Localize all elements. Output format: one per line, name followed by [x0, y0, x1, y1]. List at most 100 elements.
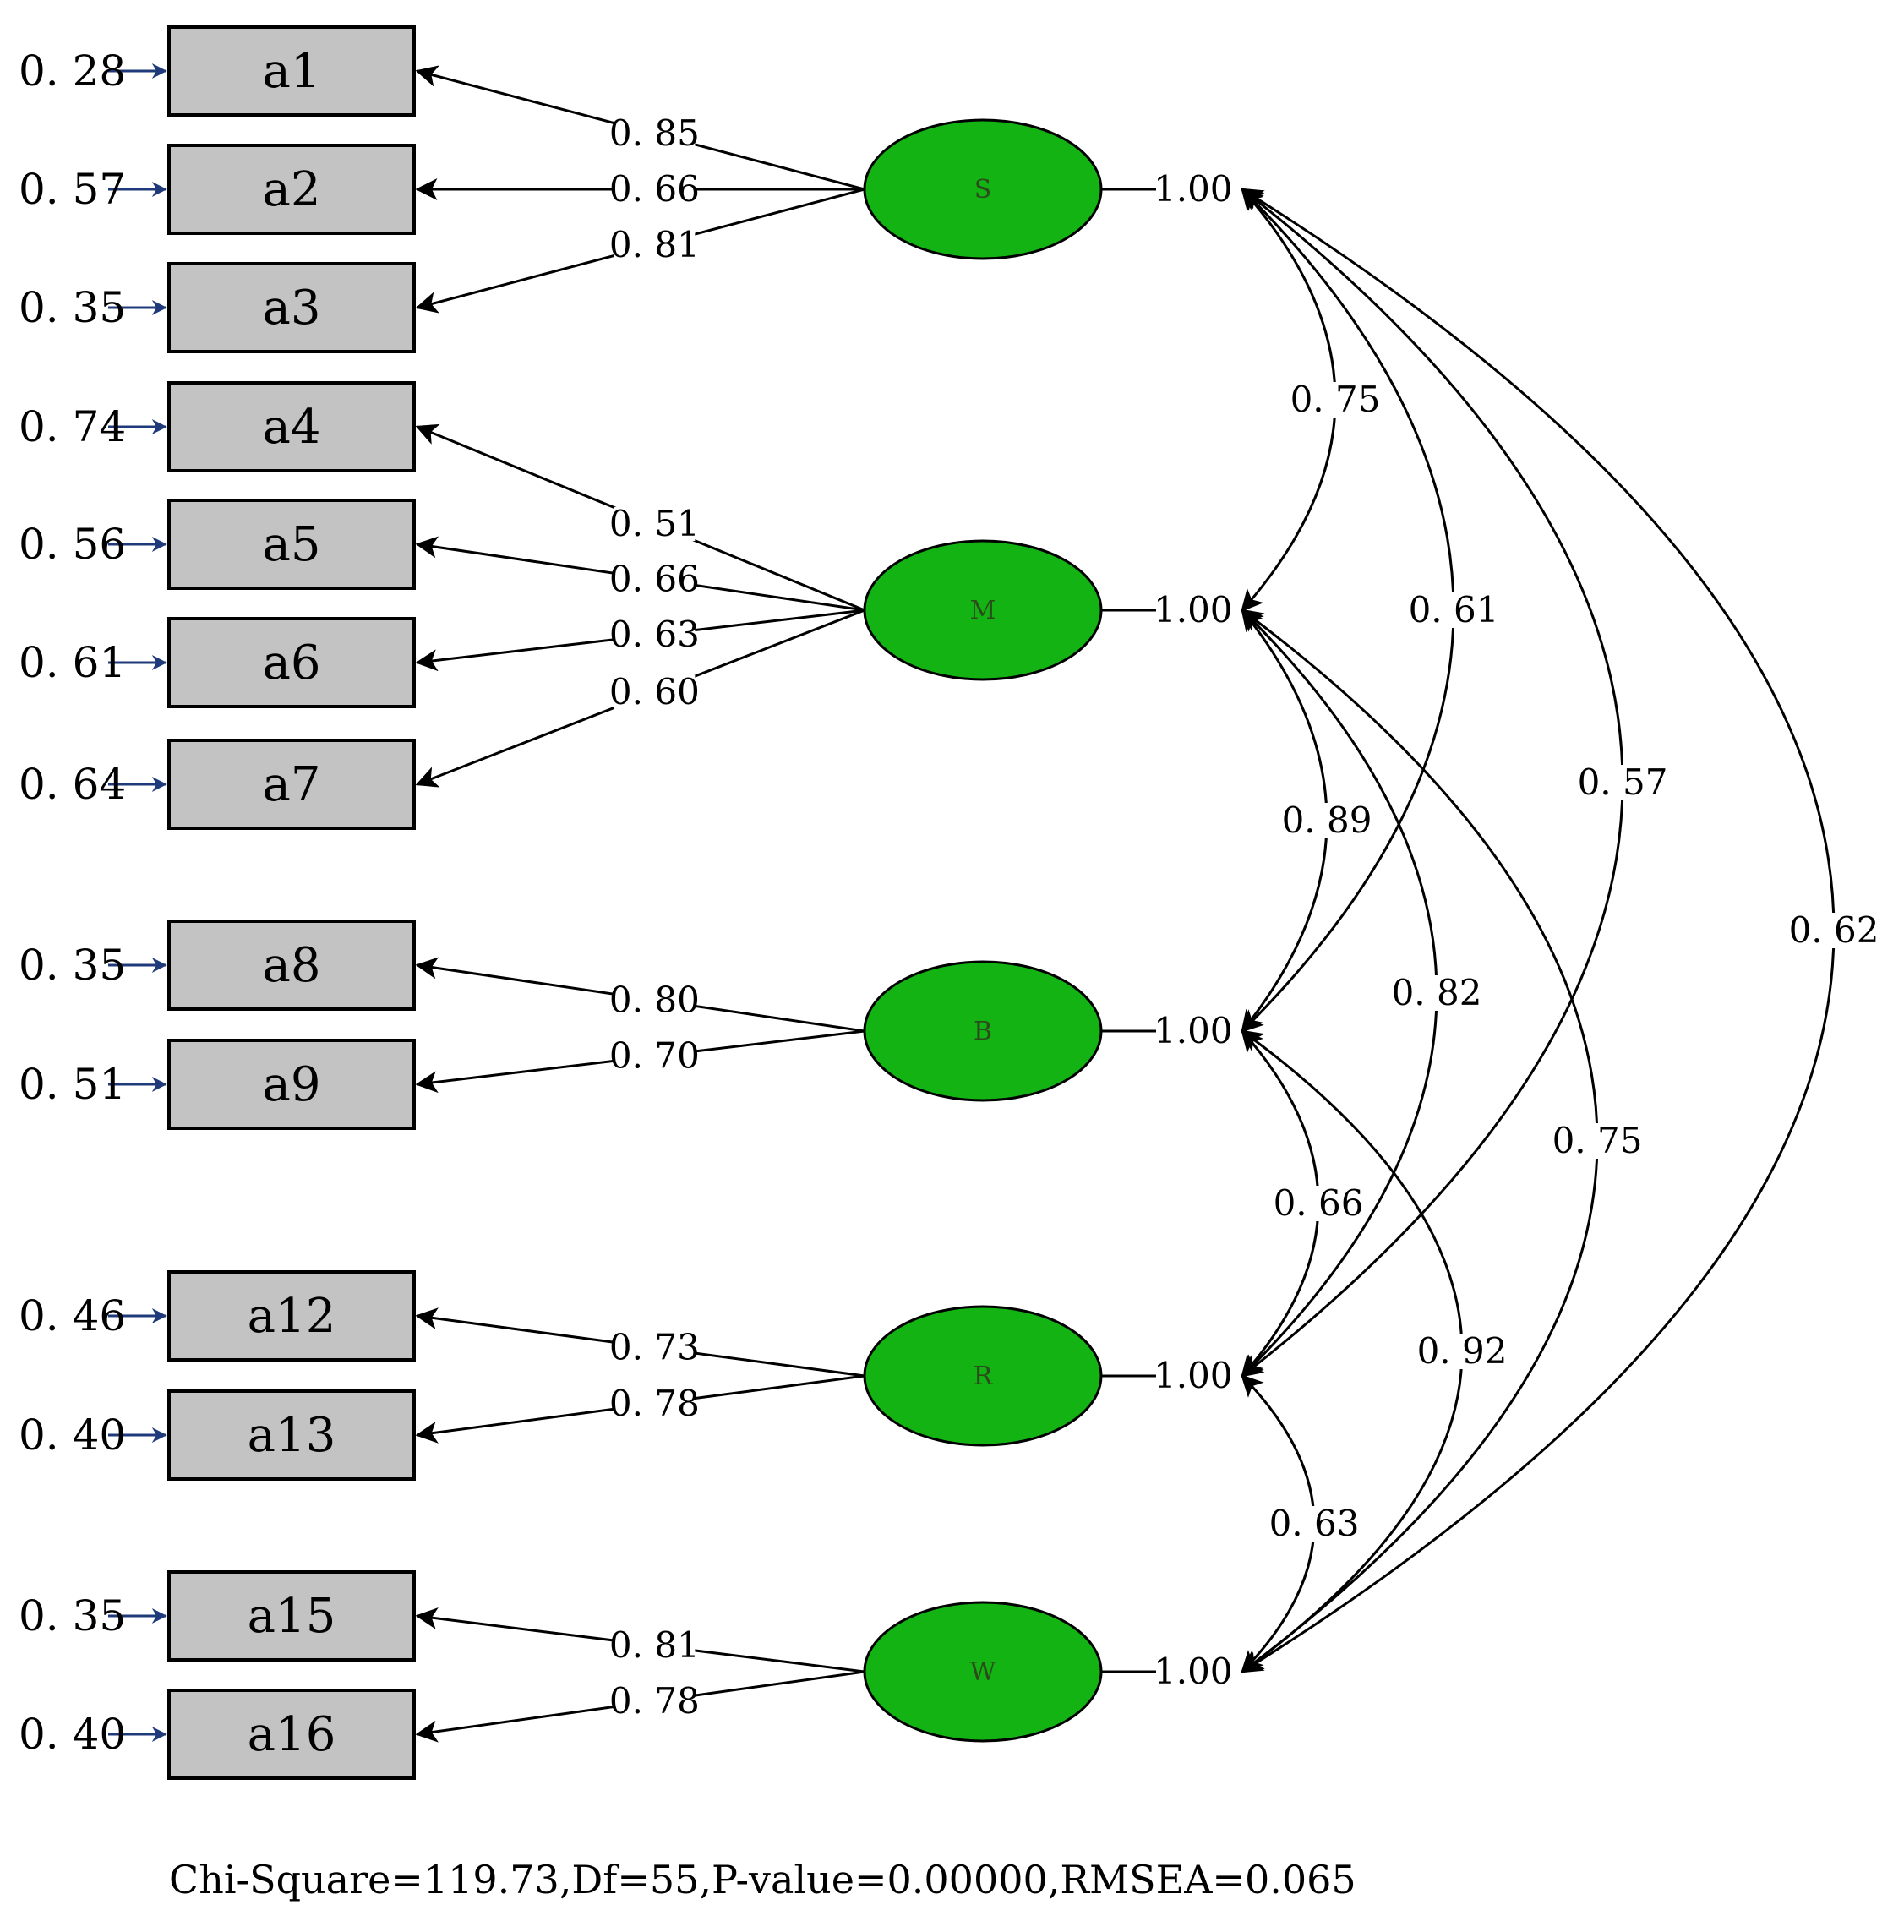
covariance-label-bg [1557, 1123, 1638, 1159]
loading-label-bg [614, 172, 696, 206]
loading-label-bg [614, 1684, 696, 1718]
loading-label-bg [614, 1039, 696, 1073]
covariance-layer: 0. 750. 610. 570. 620. 890. 820. 750. 66… [1240, 188, 1879, 1673]
observed-label: a6 [262, 636, 320, 690]
error-variance: 0. 46 [19, 1291, 126, 1340]
observed-label: a1 [262, 44, 320, 99]
observed-label: a16 [248, 1707, 336, 1762]
observed-box [167, 1039, 416, 1130]
error-variance: 0. 35 [19, 283, 126, 332]
observed-box [167, 920, 416, 1011]
observed-box [167, 25, 416, 117]
covariance-value: 0. 75 [1290, 379, 1381, 420]
latent-variance: 1.00 [1154, 1010, 1233, 1051]
covariance-value: 0. 57 [1578, 761, 1668, 803]
loading-value: 0. 85 [609, 112, 700, 154]
loading-label-bg [614, 227, 696, 262]
observed-a7: a7 0. 64 [19, 739, 416, 830]
error-variance: 0. 40 [19, 1411, 126, 1460]
error-variance: 0. 35 [19, 941, 126, 990]
observed-a5: a50. 56 [19, 499, 416, 590]
loading-value: 0. 73 [609, 1327, 700, 1368]
error-variance: 0. 28 [19, 46, 126, 96]
loading-value: 0. 78 [609, 1383, 700, 1424]
loading-value: 0. 66 [609, 558, 700, 599]
loading-value: 0. 63 [609, 614, 700, 655]
covariance-label-bg [1278, 1186, 1359, 1221]
observed-a9: a9 0. 51 [19, 1039, 416, 1130]
observed-label: a7 [262, 757, 320, 812]
covariance-value: 0. 75 [1552, 1120, 1643, 1161]
observed-box [167, 381, 416, 472]
observed-label: a15 [248, 1589, 336, 1644]
covariance-label-bg [1793, 913, 1874, 948]
observed-box [167, 262, 416, 353]
observed-label: a9 [262, 1057, 320, 1112]
loading-value: 0. 51 [609, 503, 700, 544]
observed-a1: a1 0. 28 [19, 25, 416, 117]
loading-label-bg [614, 1628, 696, 1662]
latent-variance: 1.00 [1154, 1651, 1233, 1692]
observed-box [167, 617, 416, 708]
latent-M: M 1.00 [863, 539, 1233, 681]
latent-W: W 1.00 [863, 1601, 1233, 1743]
observed-box [167, 499, 416, 590]
loading-label-bg [614, 618, 696, 652]
latent-label: W [970, 1657, 996, 1687]
loading-value: 0. 70 [609, 1035, 700, 1077]
covariance-label-bg [1413, 592, 1494, 628]
covariance-label-bg [1286, 803, 1367, 838]
observed-box [167, 1270, 416, 1362]
observed-label: a4 [262, 400, 320, 455]
observed-a3: a3 0. 35 [19, 262, 416, 353]
covariance-value: 0. 66 [1274, 1182, 1364, 1224]
error-variance: 0. 61 [19, 638, 126, 687]
observed-label: a12 [248, 1289, 336, 1344]
observed-a13: a13 0. 40 [19, 1389, 416, 1481]
error-variance: 0. 56 [19, 520, 126, 569]
loading-label-bg [614, 562, 696, 597]
covariance-label-bg [1582, 765, 1663, 800]
error-variance: 0. 64 [19, 760, 126, 809]
error-variance: 0. 57 [19, 165, 126, 214]
loading-label-bg [614, 507, 696, 542]
observed-box [167, 1389, 416, 1481]
covariance-label-bg [1274, 1506, 1355, 1542]
error-variance: 0. 74 [19, 402, 126, 451]
observed-box [167, 144, 416, 235]
latent-label: R [974, 1362, 994, 1391]
latent-label: B [974, 1017, 992, 1046]
observed-a4: a4 0. 74 [19, 381, 416, 472]
covariance-value: 0. 63 [1269, 1503, 1360, 1544]
covariance-value: 0. 61 [1409, 589, 1499, 630]
covariance-value: 0. 62 [1789, 909, 1879, 951]
latent-label: M [970, 596, 996, 625]
observed-box [167, 1689, 416, 1780]
observed-label: a2 [262, 162, 320, 217]
observed-box [167, 739, 416, 830]
observed-label: a13 [248, 1408, 336, 1463]
covariance-value: 0. 92 [1417, 1330, 1508, 1372]
latent-variance: 1.00 [1154, 589, 1233, 630]
covariance-label-bg [1421, 1334, 1503, 1369]
loading-label-bg [614, 674, 696, 709]
loading-label-bg [614, 983, 696, 1018]
loading-value: 0. 78 [609, 1680, 700, 1722]
observed-box [167, 1570, 416, 1662]
observed-a15: a15 0. 35 [19, 1570, 416, 1662]
latent-variance: 1.00 [1154, 168, 1233, 210]
loading-value: 0. 66 [609, 168, 700, 210]
latent-B: B 1.00 [863, 960, 1233, 1102]
loading-value: 0. 80 [609, 979, 700, 1020]
observed-a6: a6 0. 61 [19, 617, 416, 708]
error-variance: 0. 51 [19, 1060, 126, 1109]
observed-label: a8 [262, 938, 320, 993]
error-variance: 0. 35 [19, 1591, 126, 1640]
observed-label: a3 [262, 281, 320, 336]
covariance-label-bg [1396, 975, 1477, 1011]
loading-label-bg [614, 1386, 696, 1421]
loading-value: 0. 60 [609, 671, 700, 712]
